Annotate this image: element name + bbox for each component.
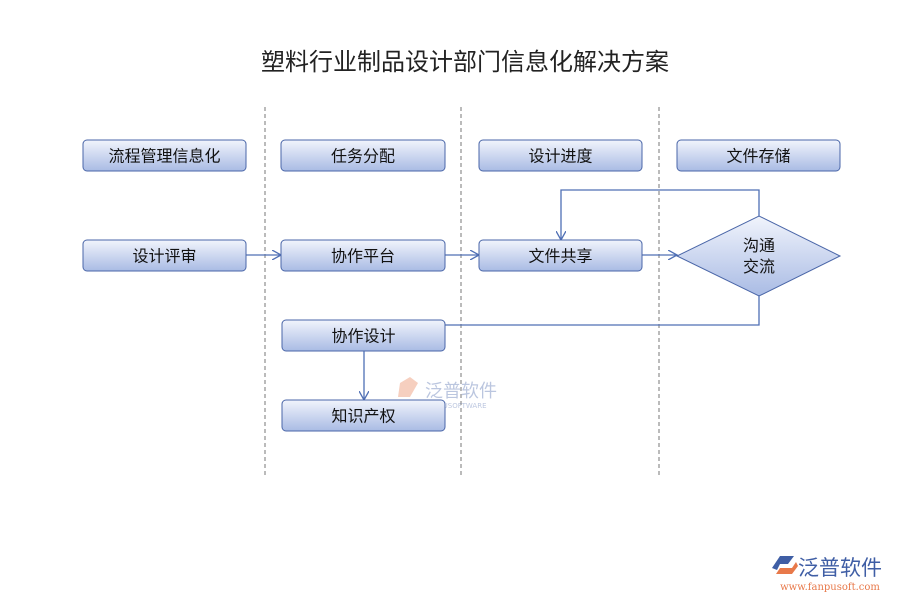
process-nodes: 设计评审 协作平台 文件共享 沟通 交流 协作设计 知识产权 [82,215,842,432]
header-box-3[interactable] [478,139,643,172]
header-label-3: 设计进度 [528,147,592,166]
logo-icon [772,556,794,570]
node-communicate-label-1: 沟通 [743,236,775,255]
node-communicate-diamond[interactable] [675,215,842,297]
header-label-4: 文件存储 [726,147,790,166]
line-communicate-to-collab-design [445,296,760,326]
logo-name: 泛普软件 [798,556,882,580]
node-share[interactable] [478,239,643,272]
header-label-1: 流程管理信息化 [108,147,220,166]
node-ip[interactable] [281,399,446,432]
arrow-communicate-to-share-loop [561,189,760,240]
connectors [246,189,760,400]
node-communicate-label-2: 交流 [743,257,775,276]
node-platform-label: 协作平台 [331,247,395,266]
watermark-text: 泛普软件 [425,381,497,402]
logo-url: www.fanpusoft.com [780,582,880,593]
node-share-label: 文件共享 [528,247,592,266]
header-row: 流程管理信息化 任务分配 设计进度 文件存储 [82,139,841,172]
node-ip-label: 知识产权 [331,407,395,426]
header-box-2[interactable] [280,139,446,172]
node-review-label: 设计评审 [132,247,196,266]
node-platform[interactable] [280,239,446,272]
watermark-logo-icon [398,377,418,397]
header-box-4[interactable] [676,139,841,172]
node-collab-design[interactable] [281,319,446,352]
watermark: 泛普软件 FANPUSOFTWARE [398,377,497,410]
node-review[interactable] [82,239,247,272]
brand-logo: 泛普软件 www.fanpusoft.com [772,556,882,593]
logo-icon-accent [776,562,798,574]
lane-dividers [264,107,660,475]
watermark-sub: FANPUSOFTWARE [425,402,487,410]
header-box-1[interactable] [82,139,247,172]
header-label-2: 任务分配 [331,147,395,166]
page-title: 塑料行业制品设计部门信息化解决方案 [261,48,669,76]
node-collab-design-label: 协作设计 [331,327,395,346]
